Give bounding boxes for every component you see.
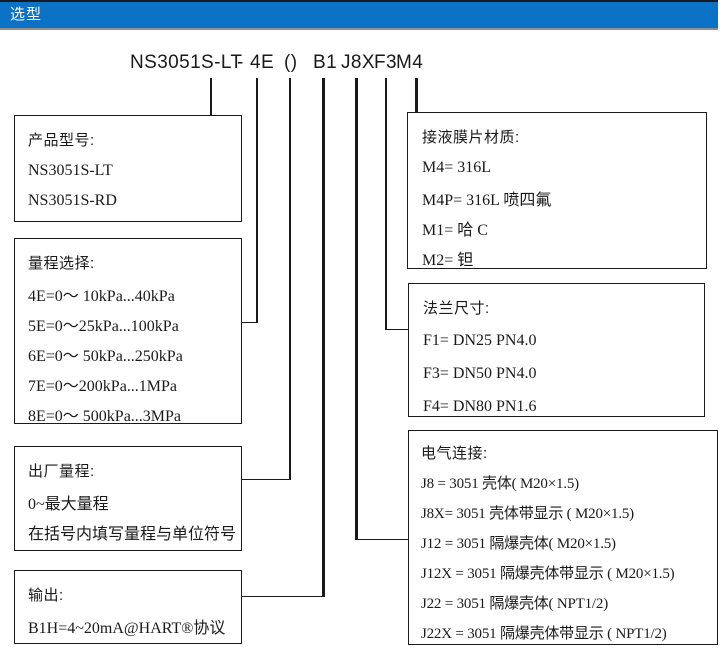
connector-line-material [415, 78, 418, 113]
box-flange-size: 法兰尺寸: F1= DN25 PN4.0 F3= DN50 PN4.0 F4= … [408, 283, 705, 417]
box-electrical-connection-line: J8 = 3051 壳体( M20×1.5) [421, 475, 579, 492]
connector-line-factory-range [289, 78, 291, 480]
box-diaphragm-material-line: M1= 哈 C [422, 222, 488, 239]
box-output: 输出: B1H=4~20mA@HART®协议 [14, 570, 242, 644]
box-product-model-line: NS3051S-RD [28, 192, 117, 209]
model-code-output: B1 [313, 52, 338, 73]
box-product-model: 产品型号: NS3051S-LT NS3051S-RD [14, 115, 242, 222]
connector-line-range-horizontal [242, 321, 257, 323]
box-output-title: 输出: [28, 586, 64, 604]
section-title: 选型 [10, 6, 43, 23]
box-diaphragm-material-line: M2= 钽 [422, 252, 474, 269]
box-electrical-connection-line: J12X = 3051 隔爆壳体带显示 ( M20×1.5) [421, 565, 675, 582]
connector-line-electrical [355, 78, 358, 540]
box-electrical-connection-line: J8X= 3051 壳体带显示 ( M20×1.5) [421, 505, 634, 522]
model-code-material: M4 [396, 52, 424, 73]
section-header-bar: 选型 [0, 0, 718, 30]
box-flange-size-line: F1= DN25 PN4.0 [423, 331, 537, 349]
box-factory-range-line: 在括号内填写量程与单位符号 [28, 526, 237, 543]
box-electrical-connection-title: 电气连接: [421, 444, 488, 462]
connector-line-range [256, 78, 258, 323]
box-range-selection-line: 5E=0～25kPa...100kPa [28, 318, 179, 335]
box-flange-size-title: 法兰尺寸: [423, 299, 490, 317]
box-output-line: B1H=4~20mA@HART®协议 [28, 620, 226, 637]
model-code-flange: F3 [374, 52, 397, 73]
box-range-selection-line: 7E=0～200kPa...1MPa [28, 378, 178, 395]
model-code-electrical: J8X [341, 52, 375, 73]
box-electrical-connection: 电气连接: J8 = 3051 壳体( M20×1.5) J8X= 3051 壳… [408, 430, 718, 645]
box-range-selection: 量程选择: 4E=0～ 10kPa...40kPa 5E=0～25kPa...1… [14, 238, 242, 425]
model-code-range: 4E [250, 52, 275, 73]
connector-line-output [322, 78, 325, 597]
connector-line-flange [385, 78, 387, 330]
box-diaphragm-material-line: M4P= 316L 喷四氟 [422, 192, 552, 209]
box-electrical-connection-line: J22 = 3051 隔爆壳体( NPT1/2) [421, 595, 608, 612]
box-factory-range-title: 出厂量程: [28, 462, 95, 480]
connector-line-electrical-horizontal [355, 538, 408, 540]
box-diaphragm-material-line: M4= 316L [422, 159, 492, 176]
connector-line-product-model [210, 78, 212, 115]
model-code-factory-range: () [284, 52, 298, 73]
box-diaphragm-material-title: 接液膜片材质: [422, 128, 520, 146]
box-flange-size-line: F4= DN80 PN1.6 [423, 397, 537, 415]
box-flange-size-line: F3= DN50 PN4.0 [423, 364, 537, 382]
connector-line-factory-range-horizontal [242, 478, 290, 480]
box-range-selection-line: 4E=0～ 10kPa...40kPa [28, 288, 175, 305]
model-code-hyphen: - [237, 52, 244, 73]
box-range-selection-line: 8E=0～ 500kPa...3MPa [28, 408, 182, 425]
box-range-selection-title: 量程选择: [28, 254, 95, 272]
box-electrical-connection-line: J12 = 3051 隔爆壳体( M20×1.5) [421, 535, 616, 552]
connector-line-flange-horizontal [385, 328, 409, 330]
box-diaphragm-material: 接液膜片材质: M4= 316L M4P= 316L 喷四氟 M1= 哈 C M… [407, 112, 707, 269]
box-range-selection-line: 6E=0～ 50kPa...250kPa [28, 348, 183, 365]
box-factory-range: 出厂量程: 0~最大量程 在括号内填写量程与单位符号 [14, 446, 242, 551]
box-factory-range-line: 0~最大量程 [28, 496, 109, 513]
connector-line-output-horizontal [242, 595, 323, 597]
model-code-base: NS3051S-LT [130, 52, 243, 73]
box-electrical-connection-line: J22X = 3051 隔爆壳体带显示 ( NPT1/2) [421, 625, 667, 642]
box-product-model-line: NS3051S-LT [28, 162, 113, 179]
box-product-model-title: 产品型号: [28, 131, 95, 149]
